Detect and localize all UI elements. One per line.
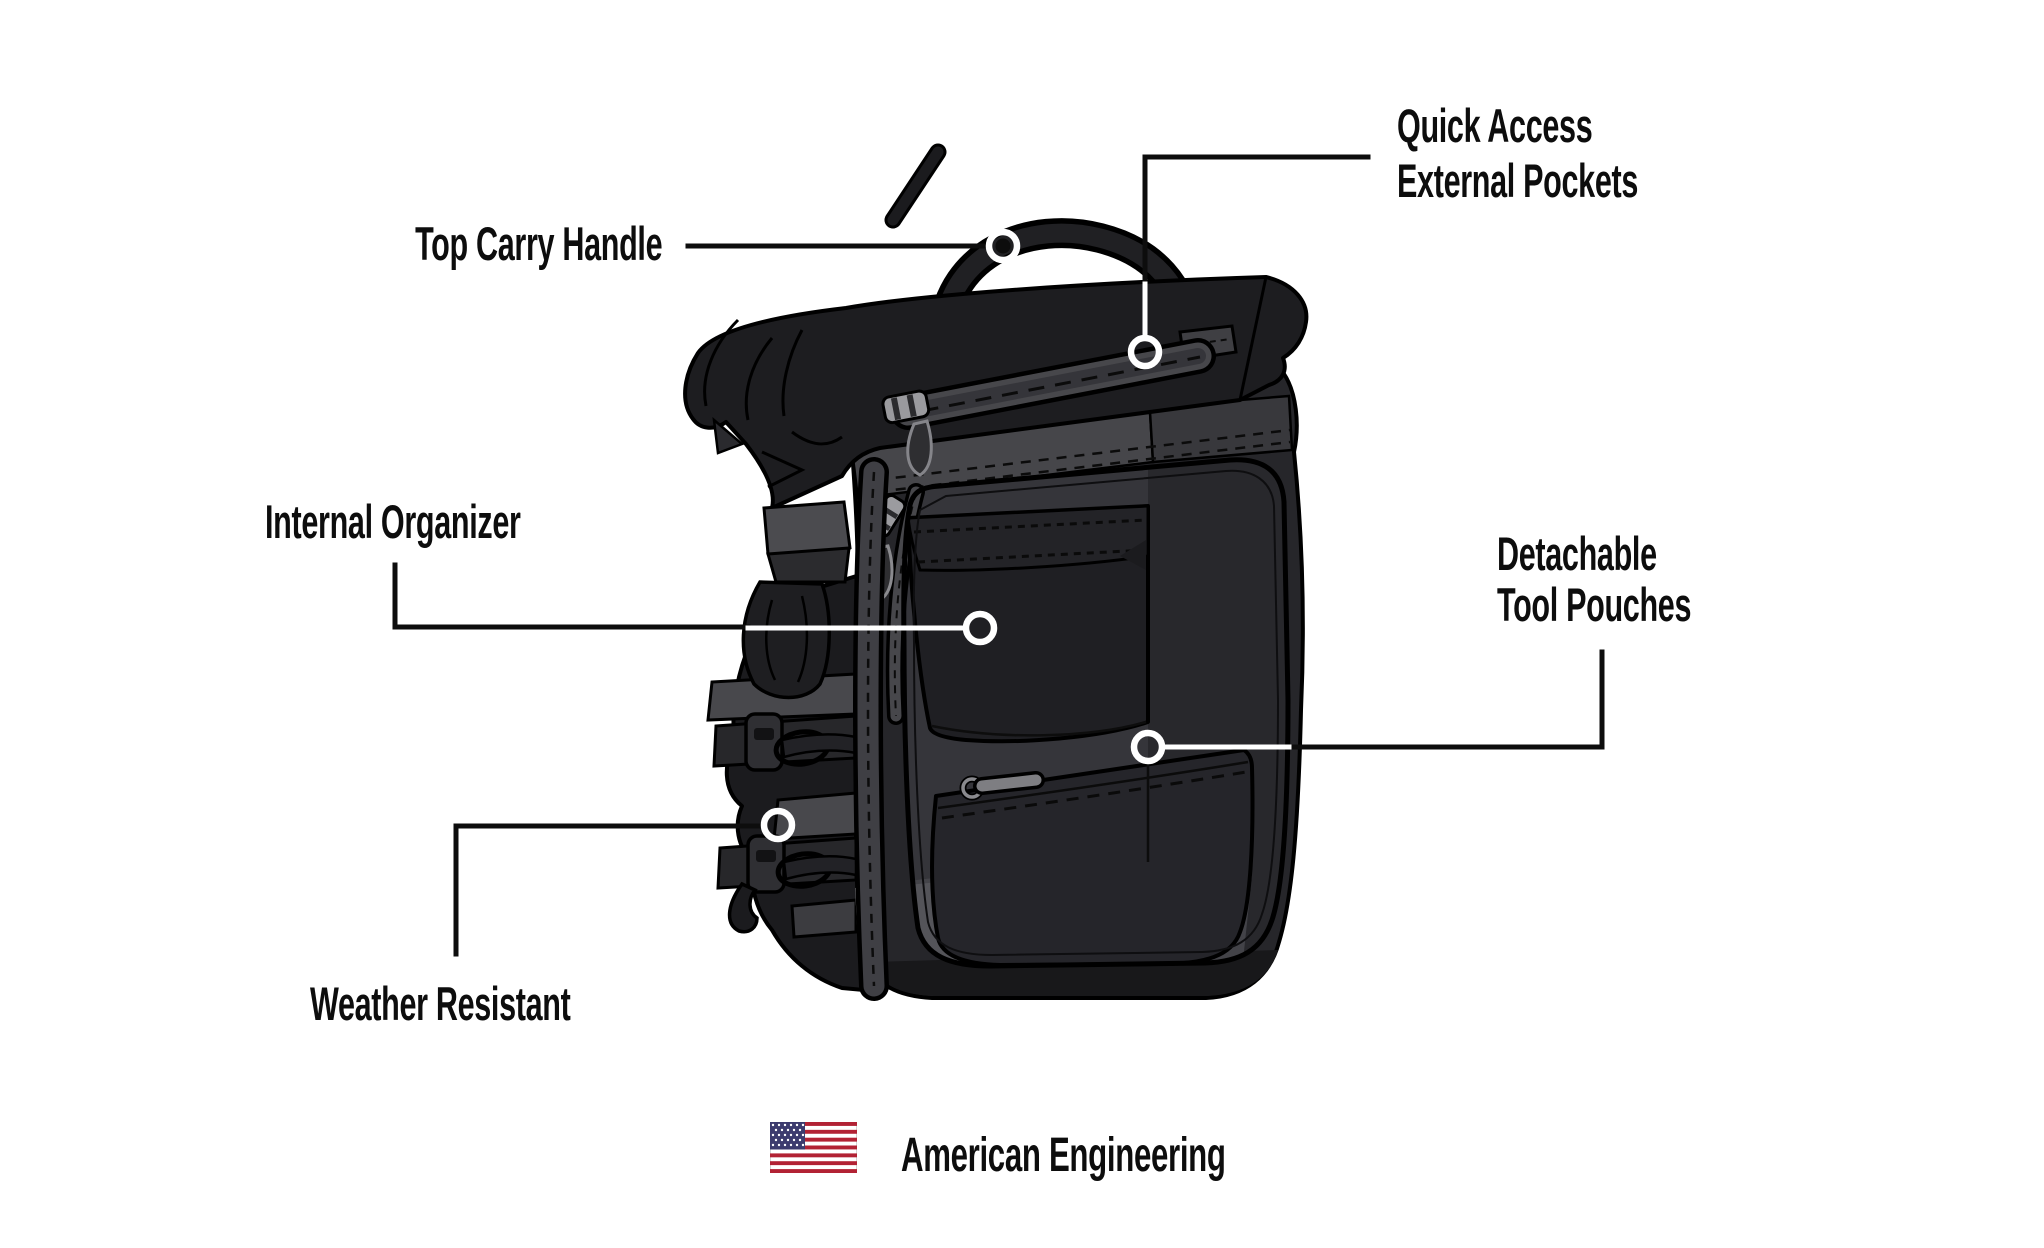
callout-internal-organizer: Internal Organizer	[265, 494, 658, 549]
callout-markers	[760, 228, 1166, 843]
callout-quick-access-line1: Quick Access	[1397, 99, 1593, 152]
leader-detachable-tool-pouches	[1291, 649, 1605, 750]
callout-top-carry-handle: Top Carry Handle	[282, 216, 662, 271]
footer-tagline-label: American Engineering	[901, 1129, 1226, 1182]
marker-dot-top-carry-handle	[995, 238, 1011, 254]
leader-lines	[392, 154, 1605, 957]
window-outline	[901, 457, 1291, 969]
side-buckle-top	[712, 712, 858, 772]
front-piping	[853, 457, 889, 1001]
marker-detachable-tool-pouches	[1130, 729, 1166, 765]
marker-top-carry-handle	[985, 228, 1021, 264]
footer-tagline: American Engineering	[901, 1128, 1400, 1183]
marker-quick-access	[1127, 334, 1163, 370]
leader-quick-access	[1142, 154, 1371, 287]
window-inner-line	[912, 469, 1280, 957]
callout-detachable-line2: Tool Pouches	[1497, 578, 1692, 631]
top-zipper-pull	[906, 419, 933, 477]
back-strap	[884, 143, 947, 229]
side-buckle-bottom	[716, 834, 858, 894]
callout-detachable-tool-pouches: Detachable Tool Pouches	[1497, 528, 1796, 630]
callout-detachable-line1: Detachable	[1497, 527, 1657, 580]
pocket-zipper-pull	[959, 771, 1045, 801]
side-bottle	[741, 500, 852, 700]
us-flag-icon	[770, 1122, 857, 1173]
callout-weather-resistant: Weather Resistant	[310, 976, 711, 1031]
callout-internal-organizer-label: Internal Organizer	[265, 495, 521, 548]
callout-quick-access: Quick Access External Pockets	[1397, 98, 1768, 208]
callout-quick-access-line2: External Pockets	[1397, 154, 1639, 207]
webbing-loop	[727, 881, 759, 934]
internal-organizer-pocket	[906, 504, 1150, 744]
marker-weather-resistant	[760, 807, 796, 843]
marker-internal-organizer	[962, 610, 998, 646]
top-zipper	[881, 338, 1216, 477]
side-bar-bottom	[790, 898, 858, 939]
leader-weather-resistant	[453, 823, 764, 957]
top-zipper-slider	[881, 389, 931, 425]
leader-internal-organizer	[392, 562, 751, 630]
tool-pouch-pocket	[930, 748, 1255, 967]
callout-top-carry-handle-label: Top Carry Handle	[414, 217, 662, 270]
callout-weather-resistant-label: Weather Resistant	[310, 977, 571, 1030]
